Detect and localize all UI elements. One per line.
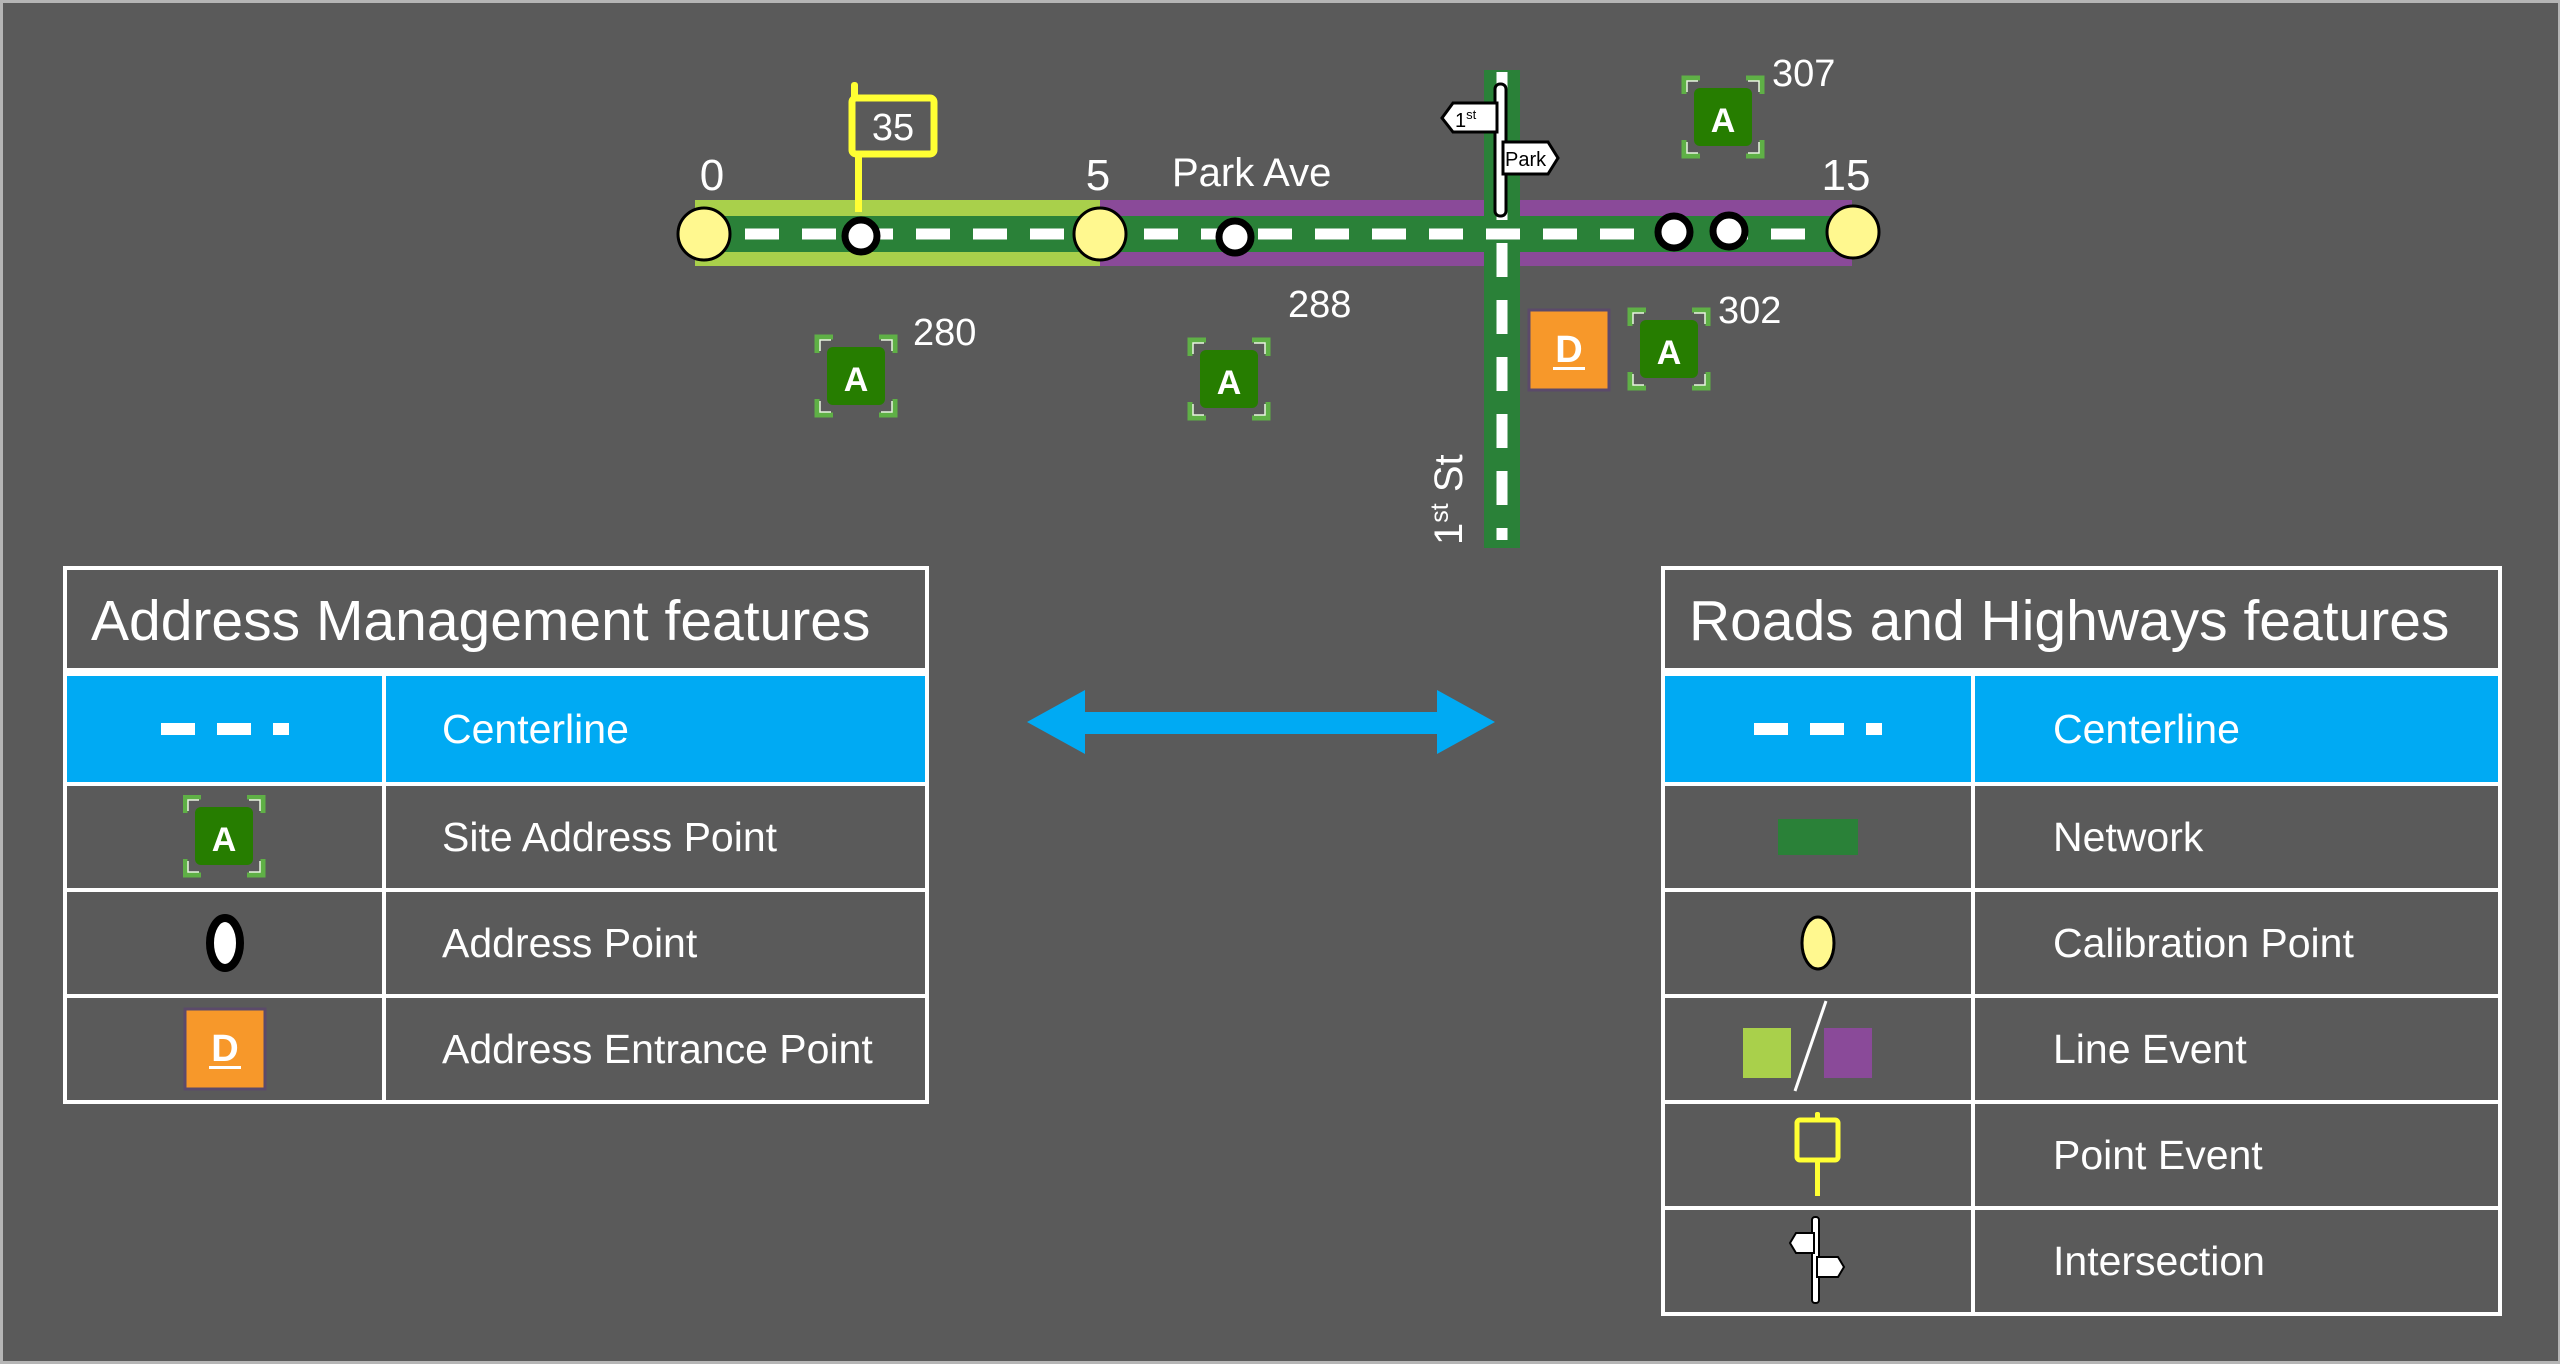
legend-title: Roads and Highways features [1665,570,2498,672]
intersection-left-label: 1st [1455,107,1477,132]
legend-label: Address Entrance Point [442,1025,873,1072]
road-network-diagram: 1st Park 35 0 5 15 Park Ave 1st St A 280… [676,53,1881,548]
site-address-point: A 288 [1187,284,1351,421]
legend-symbol-cell [67,892,386,994]
calibration-measure: 0 [700,151,724,200]
site-address-point-icon: A [182,795,265,878]
point-event-icon [1794,1112,1841,1196]
legend-label: Line Event [2053,1025,2247,1072]
street-label-1st-st: 1st St [1426,454,1471,545]
centerline-dash-icon [1754,723,1882,735]
legend-row-address-entrance-point: D Address Entrance Point [67,994,925,1100]
legend-symbol-cell [1665,1210,1975,1312]
site-address-point: A 302 [1627,290,1781,391]
centerline-dash-icon [160,723,289,735]
legend-label: Address Point [442,919,698,966]
legend-symbol-cell [1665,892,1975,994]
address-entrance-point: D [1527,308,1611,392]
legend-row-point-event: Point Event [1665,1100,2498,1206]
legend-row-line-event: Line Event [1665,994,2498,1100]
intersection-sign-icon: 1st Park [1440,82,1560,218]
entrance-glyph: D [1555,329,1582,371]
legend-row-site-address-point: A Site Address Point [67,782,925,888]
legend-row-centerline: Centerline [1665,672,2498,782]
legend-label: Centerline [442,705,629,752]
calibration-point: 0 [676,151,732,262]
legend-symbol-cell: D [67,998,386,1100]
calibration-point: 15 [1822,151,1881,260]
legend-row-network: Network [1665,782,2498,888]
svg-text:A: A [1711,102,1736,140]
svg-text:A: A [1217,364,1242,402]
legend-label: Intersection [2053,1237,2265,1284]
calibration-point: 5 [1072,151,1128,262]
address-point-icon [205,914,244,972]
intersection-sign-icon [1788,1216,1846,1304]
legend-symbol-cell: A [67,786,386,888]
point-event-value: 35 [872,107,914,149]
legend-row-centerline: Centerline [67,672,925,782]
svg-text:A: A [844,361,869,399]
site-address-point-icon: A [1187,337,1271,421]
legend-row-address-point: Address Point [67,888,925,994]
street-label-park-ave: Park Ave [1172,151,1331,195]
legend-title: Address Management features [67,570,925,672]
legend-label: Centerline [2053,705,2240,752]
calibration-measure: 15 [1822,151,1871,200]
legend-label: Site Address Point [442,813,778,860]
legend-label: Calibration Point [2053,919,2354,966]
legend-symbol-cell [1665,676,1975,782]
legend-symbol-cell [1665,786,1975,888]
legend-row-calibration-point: Calibration Point [1665,888,2498,994]
address-management-legend: Address Management features Centerline A… [63,566,929,1104]
legend-label: Network [2053,813,2204,860]
legend-symbol-cell [1665,1104,1975,1206]
intersection-right-label: Park [1505,149,1547,171]
double-headed-arrow-icon [1027,690,1495,754]
line-event-swatch-icon [1743,1000,1872,1092]
calibration-point-icon [1800,915,1836,971]
network-swatch-icon [1778,819,1858,855]
site-address-point-icon: A [1681,75,1765,159]
legend-symbol-cell [67,676,386,782]
site-address-point: A 280 [814,312,976,418]
svg-text:A: A [211,821,236,859]
svg-text:D: D [211,1028,238,1070]
site-address-point-icon: A [814,334,898,418]
calibration-measure: 5 [1086,151,1110,200]
point-event-marker: 35 [848,82,938,212]
address-point [1709,211,1749,251]
site-address-point: A 307 [1681,53,1835,159]
site-address-point-icon: A [182,795,265,878]
site-address-number: 302 [1718,290,1781,332]
site-address-number: 288 [1288,284,1351,326]
site-address-number: 307 [1772,53,1835,95]
roads-and-highways-legend: Roads and Highways features Centerline N… [1661,566,2502,1316]
address-point [1215,217,1255,257]
address-point [841,216,881,256]
site-address-number: 280 [913,312,976,354]
legend-row-intersection: Intersection [1665,1206,2498,1312]
legend-symbol-cell [1665,998,1975,1100]
legend-label: Point Event [2053,1131,2263,1178]
address-point [1654,212,1694,252]
svg-text:A: A [1657,334,1682,372]
site-address-point-icon: A [1627,307,1711,391]
address-entrance-point-icon: D [183,1007,266,1091]
